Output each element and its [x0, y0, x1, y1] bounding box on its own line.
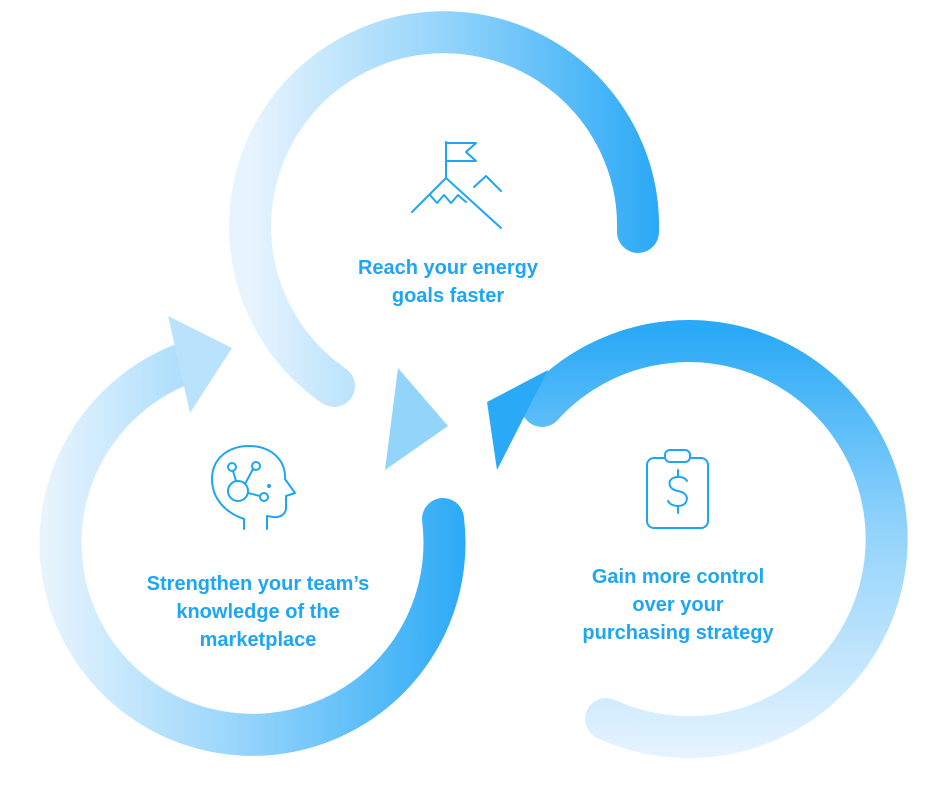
step-label-line: marketplace [199, 629, 317, 651]
top-cycle-arc [229, 11, 660, 407]
top-cycle-arrow [229, 11, 660, 470]
top-cycle-arrowhead [385, 368, 448, 470]
left-cycle-arrow [39, 316, 466, 756]
clipboard-dollar-icon [646, 449, 709, 529]
mountain-flag-icon [411, 141, 502, 229]
right-cycle-arrowhead [487, 370, 548, 470]
step-label-line: over your [632, 594, 724, 616]
step-label-line: goals faster [391, 285, 505, 307]
head-network-icon [211, 445, 296, 530]
step-label-line: Reach your energy [357, 257, 539, 279]
step-label-line: purchasing strategy [582, 622, 774, 644]
step-label-gain-control: Gain more control over your purchasing s… [548, 563, 808, 647]
step-label-line: knowledge of the [176, 601, 340, 623]
step-label-line: Strengthen your team’s [146, 573, 370, 595]
left-cycle-arrowhead [168, 316, 232, 413]
step-label-reach-goals: Reach your energy goals faster [318, 254, 578, 310]
step-label-strengthen-knowledge: Strengthen your team’s knowledge of the … [108, 570, 408, 654]
step-label-line: Gain more control [591, 566, 765, 588]
right-cycle-arc [521, 320, 908, 759]
right-cycle-arrow [487, 320, 908, 759]
left-cycle-arc [39, 341, 466, 756]
